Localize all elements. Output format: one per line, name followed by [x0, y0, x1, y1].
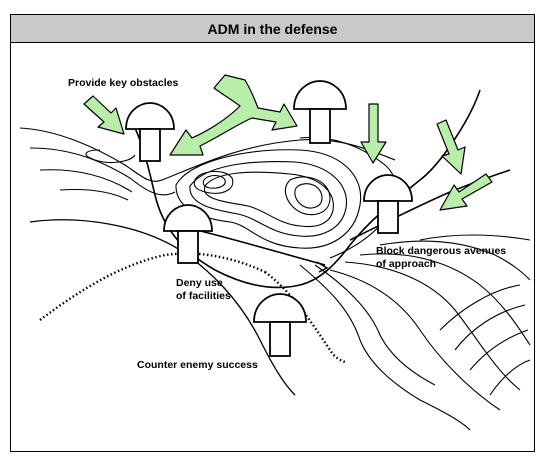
- mushroom-icon: [253, 293, 307, 357]
- label-counter-enemy-success: Counter enemy success: [137, 359, 258, 371]
- label-block-avenues-line1: Block dangerous avenues: [376, 245, 506, 257]
- enemy-approach-arrows: [83, 74, 493, 211]
- adm-markers: [125, 80, 413, 357]
- railway-lines: [29, 219, 346, 396]
- mushroom-icon: [363, 174, 413, 234]
- mushroom-icon: [163, 204, 213, 264]
- arrow-icon: [169, 74, 298, 156]
- arrow-icon: [436, 119, 466, 175]
- arrow-icon: [83, 95, 125, 135]
- mushroom-icon: [293, 80, 347, 144]
- road-arrowhead: [316, 261, 329, 273]
- label-deny-use-line1: Deny use: [176, 277, 223, 289]
- diagram-frame: ADM in the defense: [10, 14, 535, 452]
- label-provide-key-obstacles: Provide key obstacles: [68, 77, 178, 89]
- arrow-icon: [360, 103, 387, 164]
- label-block-avenues-line2: of approach: [376, 258, 436, 270]
- arrow-icon: [439, 173, 493, 211]
- diagram-title: ADM in the defense: [11, 15, 534, 43]
- label-deny-use-line2: of facilities: [176, 290, 231, 302]
- mushroom-icon: [125, 102, 175, 162]
